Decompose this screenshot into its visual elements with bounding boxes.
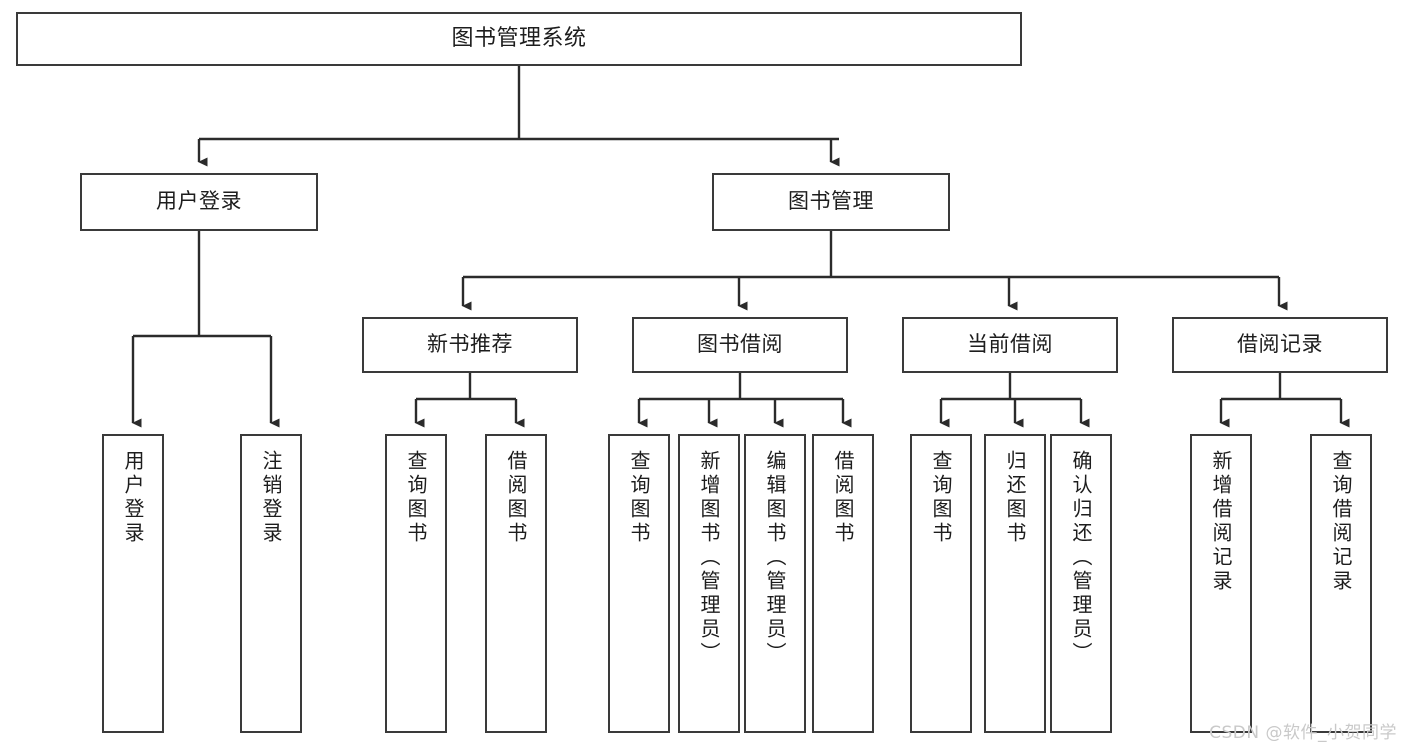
node-book-management[interactable]: 图书管理: [712, 173, 950, 231]
leaf-logout-label: 注销登录: [259, 450, 283, 546]
leaf-query-book[interactable]: 查询图书: [608, 434, 670, 733]
leaf-query-book-current[interactable]: 查询图书: [910, 434, 972, 733]
node-current-borrow[interactable]: 当前借阅: [902, 317, 1118, 373]
node-root[interactable]: 图书管理系统: [16, 12, 1022, 66]
csdn-watermark: CSDN @软件_小贺同学: [1209, 723, 1397, 743]
leaf-add-borrow-record[interactable]: 新增借阅记录: [1190, 434, 1252, 733]
node-user-login-label: 用户登录: [156, 189, 242, 214]
leaf-query-book-label: 查询图书: [627, 450, 651, 546]
leaf-query-book-new-label: 查询图书: [404, 450, 428, 546]
node-borrow-record[interactable]: 借阅记录: [1172, 317, 1388, 373]
node-new-book-recommend-label: 新书推荐: [427, 332, 513, 357]
leaf-query-borrow-record[interactable]: 查询借阅记录: [1310, 434, 1372, 733]
node-book-borrow[interactable]: 图书借阅: [632, 317, 848, 373]
leaf-query-book-new[interactable]: 查询图书: [385, 434, 447, 733]
leaf-query-book-current-label: 查询图书: [929, 450, 953, 546]
leaf-add-borrow-record-label: 新增借阅记录: [1209, 450, 1233, 594]
node-current-borrow-label: 当前借阅: [967, 332, 1053, 357]
leaf-borrow-book-new[interactable]: 借阅图书: [485, 434, 547, 733]
leaf-edit-book-admin-label: 编辑图书（管理员）: [763, 450, 787, 666]
node-borrow-record-label: 借阅记录: [1237, 332, 1323, 357]
node-book-borrow-label: 图书借阅: [697, 332, 783, 357]
leaf-user-login-label: 用户登录: [121, 450, 145, 546]
node-user-login[interactable]: 用户登录: [80, 173, 318, 231]
node-book-management-label: 图书管理: [788, 189, 874, 214]
leaf-confirm-return-admin[interactable]: 确认归还（管理员）: [1050, 434, 1112, 733]
leaf-logout[interactable]: 注销登录: [240, 434, 302, 733]
node-new-book-recommend[interactable]: 新书推荐: [362, 317, 578, 373]
leaf-query-borrow-record-label: 查询借阅记录: [1329, 450, 1353, 594]
leaf-borrow-book-label: 借阅图书: [831, 450, 855, 546]
leaf-edit-book-admin[interactable]: 编辑图书（管理员）: [744, 434, 806, 733]
leaf-borrow-book[interactable]: 借阅图书: [812, 434, 874, 733]
leaf-add-book-admin-label: 新增图书（管理员）: [697, 450, 721, 666]
leaf-user-login[interactable]: 用户登录: [102, 434, 164, 733]
leaf-borrow-book-new-label: 借阅图书: [504, 450, 528, 546]
leaf-confirm-return-admin-label: 确认归还（管理员）: [1069, 450, 1093, 666]
leaf-add-book-admin[interactable]: 新增图书（管理员）: [678, 434, 740, 733]
leaf-return-book-label: 归还图书: [1003, 450, 1027, 546]
node-root-label: 图书管理系统: [451, 25, 587, 51]
leaf-return-book[interactable]: 归还图书: [984, 434, 1046, 733]
